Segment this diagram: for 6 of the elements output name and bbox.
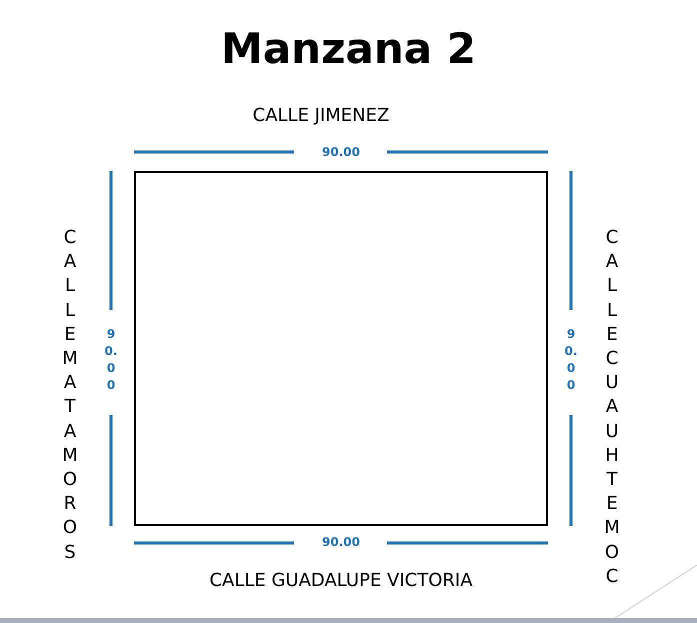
street-name: CALLE CUAUHTEMOC — [603, 226, 621, 589]
street-name: CALLE GUADALUPE VICTORIA — [208, 570, 474, 591]
street-name: CALLE MATAMOROS — [61, 226, 79, 565]
title: Manzana 2 — [220, 24, 477, 73]
city-block — [134, 171, 548, 526]
street-name: CALLE JIMENEZ — [252, 105, 390, 126]
